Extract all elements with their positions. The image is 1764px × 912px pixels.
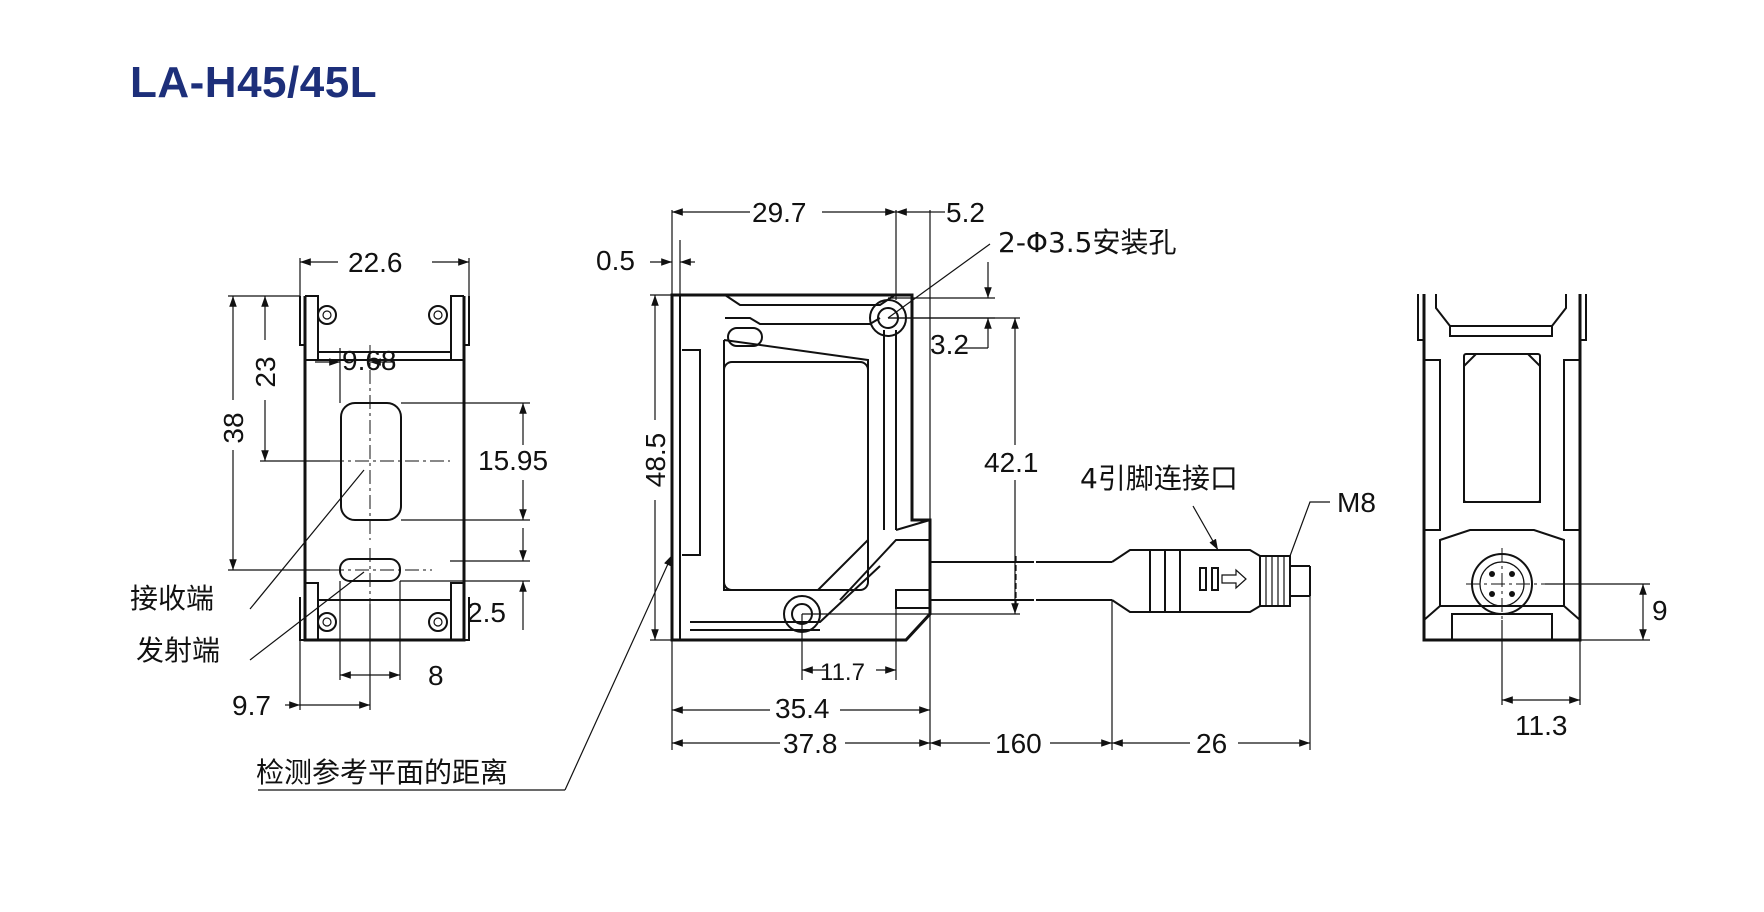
dim-top-29-7: 29.7 bbox=[752, 197, 807, 228]
dim-bottom-11-7: 11.7 bbox=[820, 659, 865, 686]
dim-height-42-1: 42.1 bbox=[984, 447, 1039, 478]
dim-emitter-x: 9.7 bbox=[232, 690, 271, 721]
dim-height-23: 23 bbox=[250, 356, 281, 387]
emitter-label: 发射端 bbox=[136, 634, 220, 667]
dim-height-48-5: 48.5 bbox=[640, 433, 671, 488]
dim-connector-x: 11.3 bbox=[1515, 710, 1567, 741]
dim-gap-0-5: 0.5 bbox=[596, 245, 635, 276]
dim-bottom-37-8: 37.8 bbox=[783, 728, 838, 759]
dim-offset-x: 9.68 bbox=[342, 345, 397, 376]
dim-cable-160: 160 bbox=[995, 728, 1042, 759]
dim-width: 22.6 bbox=[348, 247, 403, 278]
dim-bottom-35-4: 35.4 bbox=[775, 693, 830, 724]
dim-window-height: 15.95 bbox=[478, 445, 548, 476]
dim-top-5-2: 5.2 bbox=[946, 197, 985, 228]
dim-hole-3-2: 3.2 bbox=[930, 329, 969, 360]
side-view: 29.7 5.2 0.5 2-Φ3.5安装孔 3.2 48.5 42.1 bbox=[256, 197, 1376, 791]
connector-label: 4引脚连接口 bbox=[1080, 462, 1238, 495]
reference-plane-label: 检测参考平面的距离 bbox=[256, 756, 508, 789]
mount-holes-label: 2-Φ3.5安装孔 bbox=[998, 226, 1177, 259]
dim-connector-height: 9 bbox=[1652, 595, 1668, 626]
dim-emitter-height: 2.5 bbox=[467, 597, 506, 628]
receiver-label: 接收端 bbox=[130, 582, 214, 615]
page-title: LA-H45/45L bbox=[130, 58, 378, 107]
dim-height-38: 38 bbox=[218, 412, 249, 443]
thread-label: M8 bbox=[1337, 487, 1376, 518]
front-view: 22.6 9.68 38 23 15.95 2.5 bbox=[130, 247, 548, 721]
dim-emitter-width: 8 bbox=[428, 660, 444, 691]
dim-connector-26: 26 bbox=[1196, 728, 1227, 759]
rear-view: 9 11.3 bbox=[1417, 294, 1668, 741]
